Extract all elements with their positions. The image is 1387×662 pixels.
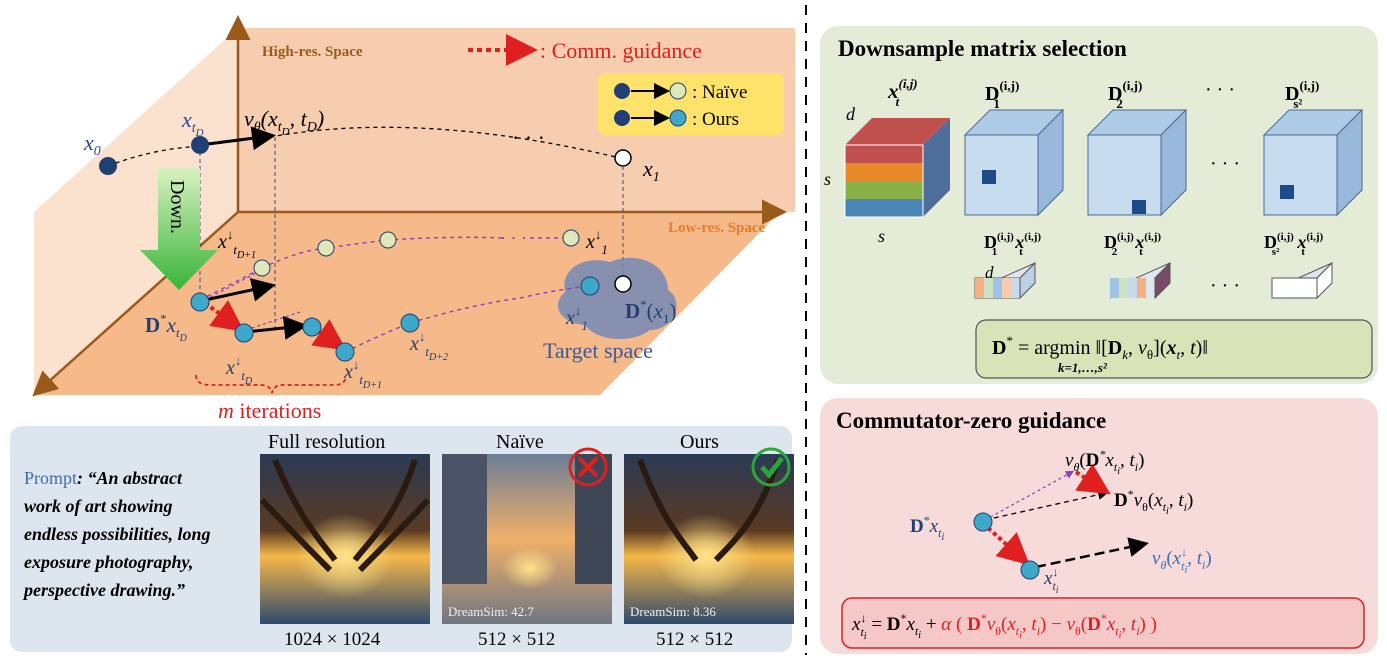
comm-formula-box — [841, 597, 1365, 649]
mid-dots: · · · — [1210, 153, 1240, 175]
vector-bar-1 — [974, 261, 1036, 300]
point-x1 — [614, 149, 632, 167]
commutator-panel: Commutator-zero guidance vθ(D*xti, ti) D… — [820, 398, 1378, 654]
downsample-panel: Downsample matrix selection x(i,j)t d s … — [820, 26, 1378, 384]
d-label-top: d — [846, 104, 856, 124]
down-arrow — [140, 168, 218, 290]
comm-red-arrow-top — [1074, 463, 1111, 495]
target-point-d-x1 — [614, 275, 632, 293]
bar-dots: · · · — [1210, 275, 1240, 297]
legend-ours-end — [669, 109, 687, 127]
ours-velocity-2 — [245, 315, 308, 340]
comm-red-arrow-main — [986, 526, 1030, 566]
ours-start-point — [190, 292, 210, 312]
full-res-size: 1024 × 1024 — [284, 629, 381, 650]
legend-naive-end — [669, 82, 687, 100]
naive-trajectory — [199, 236, 568, 301]
prompt-panel: Prompt: “An abstract work of art showing… — [10, 426, 794, 652]
depth-axis — [32, 211, 239, 397]
commutator-title: Commutator-zero guidance — [836, 408, 1106, 433]
d2-cube — [1086, 108, 1188, 217]
label-dxtD: D*xtD — [145, 311, 188, 344]
prompt-line-1: Prompt: “An abstract — [24, 468, 183, 488]
naive-cross-icon — [568, 447, 608, 487]
vector-bar-3 — [1271, 261, 1333, 300]
low-res-plane — [34, 212, 780, 395]
colored-cube — [844, 118, 950, 218]
formula-text: D* = argmin ‖[Dk, vθ](xt, t)‖ — [992, 333, 1208, 362]
comm-point-end — [1020, 560, 1040, 580]
ours-title: Ours — [680, 431, 719, 453]
iterations-brace — [195, 374, 347, 394]
naive-score: DreamSim: 42.7 — [448, 604, 534, 619]
legend-guidance-text: : Comm. guidance — [540, 38, 702, 63]
s-label-left: s — [824, 169, 831, 189]
naive-size: 512 × 512 — [478, 629, 555, 650]
naive-point-1 — [253, 259, 271, 277]
ours-velocity-1 — [204, 278, 276, 302]
naive-image: DreamSim: 42.7 — [442, 447, 612, 624]
naive-link-1 — [204, 271, 259, 301]
d1-cube — [963, 108, 1065, 217]
velocity-arrow — [199, 126, 276, 151]
comm-label-dv: D*vθ(xti, ti) — [1114, 487, 1193, 517]
ours-point-3 — [335, 342, 355, 362]
legend-ours-text: : Ours — [692, 109, 739, 130]
comm-label-x-down: x↓ti — [1043, 565, 1059, 596]
commutator-panel-bg — [820, 398, 1378, 654]
comm-point-start — [973, 512, 993, 532]
formula-box — [975, 319, 1373, 379]
left-diagram: High-res. Space Low-res. Space : Comm. g… — [32, 15, 795, 423]
point-x0 — [99, 157, 117, 175]
ours-check-icon — [751, 447, 791, 487]
naive-point-3 — [379, 231, 397, 249]
trajectory-ellipsis: · · · — [512, 125, 545, 150]
full-res-image — [259, 454, 431, 624]
naive-point-4 — [562, 229, 580, 247]
ours-point-4 — [400, 313, 420, 333]
top-dots: · · · — [1205, 79, 1235, 101]
prompt-line-5: perspective drawing.” — [22, 580, 185, 600]
low-res-label: Low-res. Space — [668, 220, 766, 236]
vector-bar-2 — [1109, 261, 1171, 300]
naive-title: Naïve — [496, 431, 544, 453]
ours-score: DreamSim: 8.36 — [630, 604, 716, 619]
s-label-bottom: s — [878, 226, 885, 246]
label-d-x1: D*(x1) — [625, 297, 677, 326]
d-label-bar: d — [985, 263, 994, 282]
naive-ellipsis: · · · — [500, 228, 527, 248]
formula-subscript: k=1,…,s² — [1058, 360, 1108, 375]
comm-label-dx: D*xti — [910, 513, 945, 543]
label-x0: x0 — [83, 130, 101, 159]
comm-purple-arrow — [984, 470, 1075, 521]
ours-image: DreamSim: 8.36 — [624, 447, 794, 624]
down-label: Down. — [166, 180, 188, 234]
ours-size: 512 × 512 — [656, 629, 733, 650]
ours-point-2 — [302, 317, 322, 337]
comm-label-v-bottom: vθ(x↓ti, ti) — [1152, 545, 1212, 576]
legend-naive-text: : Naïve — [692, 82, 747, 103]
iterations-label: m iterations — [218, 398, 321, 423]
prompt-line-2: work of art showing — [24, 496, 173, 516]
legend-box — [598, 73, 784, 135]
high-res-label: High-res. Space — [262, 44, 363, 60]
comm-black-arrow-2 — [1035, 537, 1149, 569]
comm-formula: x↓ti = D*xti + α ( D*vθ(xti, ti) − vθ(D*… — [851, 611, 1157, 642]
prompt-line-4: exposure photography, — [24, 552, 193, 572]
naive-point-2 — [317, 239, 335, 257]
comm-black-arrow-1 — [984, 489, 1109, 521]
ours-point-5 — [580, 276, 600, 296]
full-res-title: Full resolution — [268, 431, 385, 453]
prompt-line-3: endless possibilities, long — [24, 524, 211, 544]
ds2-cube — [1262, 108, 1364, 217]
high-res-plane-side — [34, 28, 238, 398]
ours-guidance-2 — [311, 319, 347, 351]
target-space-label: Target space — [543, 338, 653, 363]
downsample-title: Downsample matrix selection — [838, 36, 1127, 61]
legend-ours-start — [614, 110, 630, 126]
ours-point-1 — [234, 323, 254, 343]
legend-naive-start — [614, 83, 630, 99]
